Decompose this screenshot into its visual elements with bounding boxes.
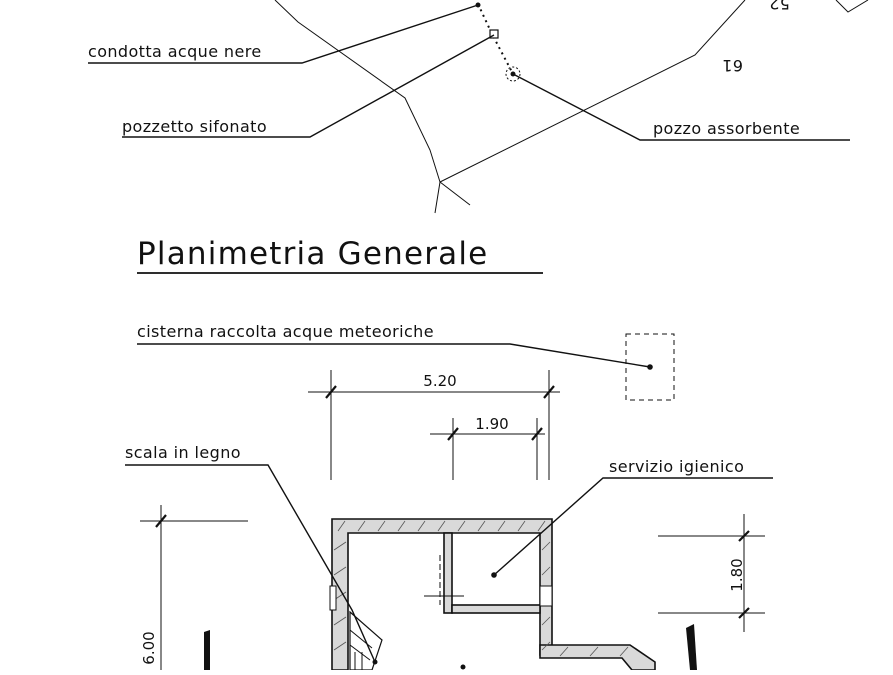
leader-soakaway-well bbox=[512, 73, 850, 141]
rain-tank-center bbox=[647, 364, 653, 370]
section-marker-left bbox=[204, 630, 210, 670]
label-stair: scala in legno bbox=[125, 443, 241, 462]
trap-manhole-symbol bbox=[489, 29, 499, 39]
title-block: Planimetria Generale bbox=[137, 236, 543, 274]
parcel-boundary-diagonal bbox=[439, 0, 746, 183]
parcel-number-partial: 52 bbox=[769, 0, 790, 13]
dim-bathroom-width: 1.90 bbox=[475, 415, 508, 433]
dim-overall-width: 5.20 bbox=[423, 372, 456, 390]
dim-bathroom-depth: 1.80 bbox=[728, 558, 746, 591]
label-bathroom: servizio igienico bbox=[609, 457, 744, 476]
building-walls bbox=[329, 518, 656, 671]
room-center-point bbox=[460, 664, 466, 670]
bathroom-leader-point bbox=[491, 572, 497, 578]
parcel-boundary-spur bbox=[439, 181, 471, 206]
leader-trap-manhole bbox=[122, 34, 495, 138]
label-rain-tank: cisterna raccolta acque meteoriche bbox=[137, 322, 434, 341]
drawing-title: Planimetria Generale bbox=[137, 236, 488, 272]
floor-plan: cisterna raccolta acque meteoriche 5.20 … bbox=[125, 322, 773, 671]
sewer-pipe-route bbox=[477, 3, 513, 73]
leader-rain-tank bbox=[137, 343, 651, 368]
section-marker-right bbox=[686, 624, 697, 670]
site-plan: 52 61 condotta acque nere pozzetto sifon… bbox=[88, 0, 869, 214]
dimension-bathroom-width: 1.90 bbox=[430, 415, 545, 480]
dimension-bathroom-depth: 1.80 bbox=[658, 514, 765, 632]
parcel-number: 61 bbox=[722, 56, 743, 75]
dimension-overall-depth: 6.00 bbox=[140, 505, 248, 670]
soakaway-well-symbol bbox=[505, 66, 521, 82]
dimension-overall-width: 5.20 bbox=[308, 370, 560, 480]
building-corner bbox=[835, 0, 869, 13]
leader-stair bbox=[125, 464, 376, 663]
label-soakaway-well: pozzo assorbente bbox=[653, 119, 800, 138]
parcel-boundary-line bbox=[274, 0, 441, 214]
dim-overall-depth: 6.00 bbox=[140, 631, 158, 664]
leader-sewer-pipe bbox=[88, 4, 479, 64]
label-sewer-pipe: condotta acque nere bbox=[88, 42, 262, 61]
stair-leader-point bbox=[372, 659, 378, 665]
rain-tank-symbol bbox=[625, 333, 675, 401]
label-trap-manhole: pozzetto sifonato bbox=[122, 117, 267, 136]
leader-bathroom bbox=[493, 477, 773, 576]
